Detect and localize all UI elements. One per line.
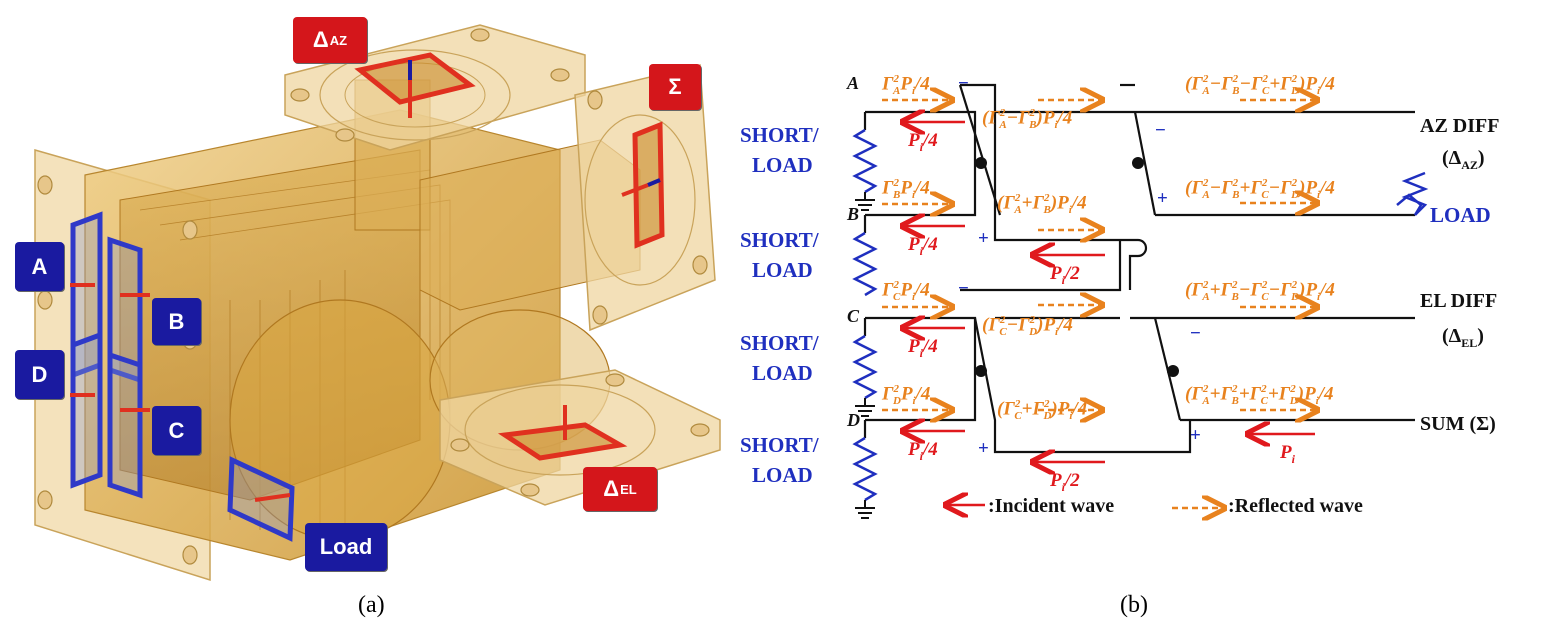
reflected-label-b: Γ2BPi/4 xyxy=(882,177,930,202)
incident-label-c: Pi/4 xyxy=(908,336,938,360)
incident-label-b: Pi/4 xyxy=(908,234,938,258)
sign-plus-2: + xyxy=(1157,188,1168,209)
incident-label-a: Pi/4 xyxy=(908,130,938,154)
incident-label-half-2: Pi/2 xyxy=(1050,470,1080,494)
port-b-tag: B xyxy=(152,298,201,345)
sign-minus-3: − xyxy=(958,278,969,299)
sigma-tag: Σ xyxy=(649,64,701,110)
reflected-label-cd-diff: (Γ2C−Γ2D)Pi/4 xyxy=(982,314,1073,339)
port-letter-a: A xyxy=(847,73,860,93)
port-d-aperture xyxy=(70,331,103,489)
reflected-label-load: (Γ2A−Γ2B+Γ2C−Γ2D)Pi/4 xyxy=(1185,177,1335,202)
el-diff-label: EL DIFF xyxy=(1420,290,1498,312)
sign-plus-1: + xyxy=(978,228,989,249)
reflected-label-a: Γ2APi/4 xyxy=(882,73,930,98)
caption-b: (b) xyxy=(1120,592,1148,618)
incident-label-d: Pi/4 xyxy=(908,439,938,463)
port-letter-d: D xyxy=(847,410,860,430)
sign-plus-4: + xyxy=(1190,425,1201,446)
reflected-label-ab-sum: (Γ2A+Γ2B)Pi/4 xyxy=(997,192,1087,217)
reflected-label-d: Γ2DPi/4 xyxy=(882,383,931,408)
short-load-a: SHORT/LOAD xyxy=(740,123,819,177)
reflected-label-sum: (Γ2A+Γ2B+Γ2C+Γ2D)Pi/4 xyxy=(1185,383,1334,408)
sigma-aperture xyxy=(621,121,665,249)
port-d-tag: D xyxy=(15,350,64,399)
port-c-tag: C xyxy=(152,406,201,455)
incident-label-half-1: Pi/2 xyxy=(1050,263,1080,287)
short-load-d: SHORT/LOAD xyxy=(740,433,819,487)
short-load-b: SHORT/LOAD xyxy=(740,228,819,282)
reflected-label-el: (Γ2A+Γ2B−Γ2C−Γ2D)Pi/4 xyxy=(1185,279,1335,304)
sign-minus-4: − xyxy=(1190,323,1201,344)
delta-az-aperture xyxy=(354,52,476,118)
short-load-c: SHORT/LOAD xyxy=(740,331,819,385)
delta-el-aperture xyxy=(497,405,628,461)
caption-a: (a) xyxy=(358,592,385,618)
load-tag: Load xyxy=(305,523,387,571)
reflected-label-az: (Γ2A−Γ2B−Γ2C+Γ2D)Pi/4 xyxy=(1185,73,1335,98)
legend-incident: :Incident wave xyxy=(988,495,1115,517)
sign-minus-2: − xyxy=(1155,120,1166,141)
legend-reflected: :Reflected wave xyxy=(1228,495,1363,517)
incident-label-full: Pi xyxy=(1280,442,1295,466)
reflected-label-ab-diff: (Γ2A−Γ2B)Pi/4 xyxy=(982,107,1073,132)
port-c-aperture xyxy=(107,351,143,499)
signal-flow-schematic xyxy=(852,83,1429,626)
port-letter-c: C xyxy=(847,306,860,326)
az-diff-subscript: (ΔAZ) xyxy=(1442,147,1485,172)
port-letter-b: B xyxy=(847,204,860,224)
sign-plus-3: + xyxy=(978,438,989,459)
reflected-label-cd-sum: (Γ2C+Γ2D)Pi/4 xyxy=(997,398,1088,423)
sign-minus-1: − xyxy=(958,73,969,94)
el-diff-subscript: (ΔEL) xyxy=(1442,325,1484,350)
panel-b-circuit: A B C D SHORT/LOAD SHORT/LOAD SHORT/LOAD… xyxy=(740,0,1541,626)
sum-port-label: SUM (Σ) xyxy=(1420,413,1496,435)
port-a-tag: A xyxy=(15,242,64,291)
load-port-label: LOAD xyxy=(1430,203,1491,227)
reflected-label-c: Γ2CPi/4 xyxy=(882,279,930,304)
az-diff-label: AZ DIFF xyxy=(1420,115,1500,137)
